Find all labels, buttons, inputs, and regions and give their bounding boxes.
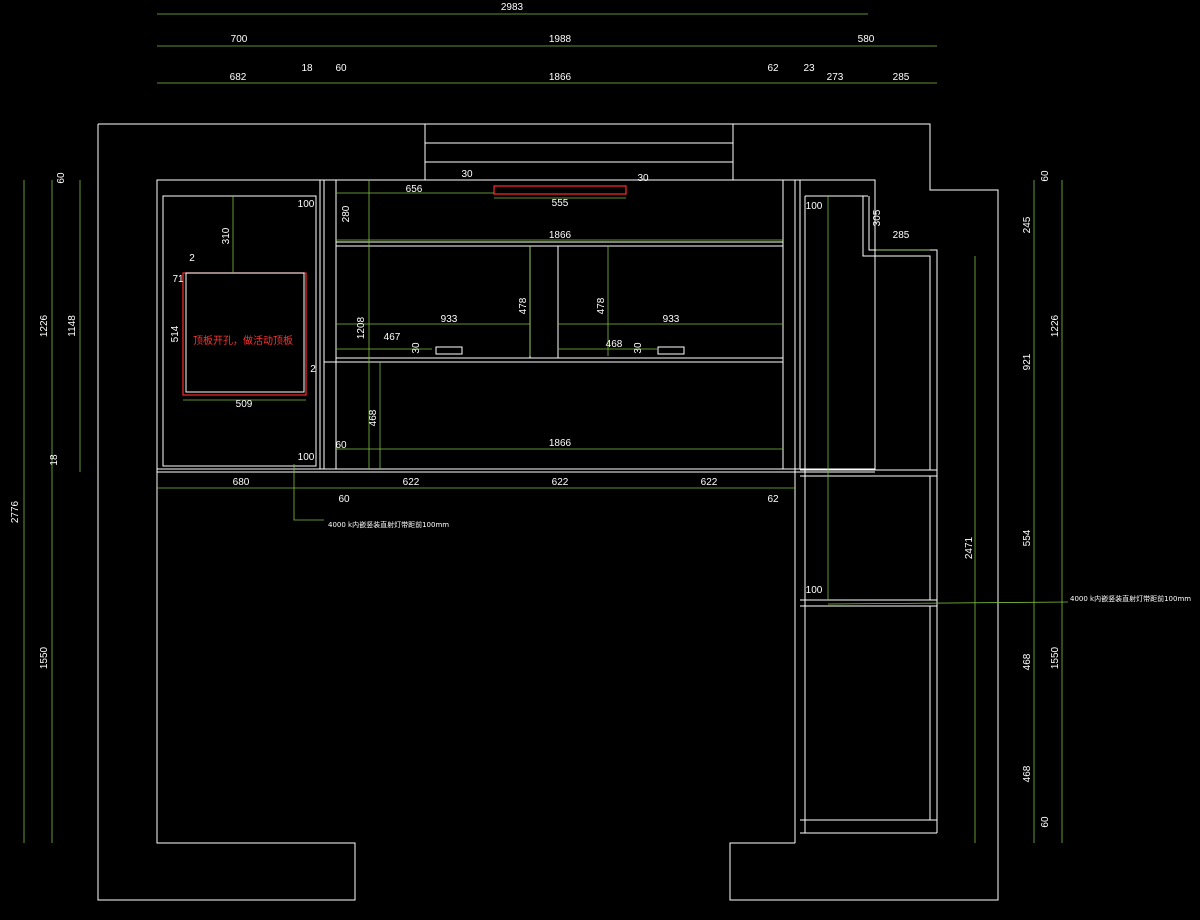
dim-rc-285: 285 xyxy=(893,230,910,241)
led-note-right: 4000 k内嵌竖装直射灯带距前100mm xyxy=(1070,594,1191,603)
dim-row3-4: 62 xyxy=(767,63,779,74)
dim-left-inner-2: 18 xyxy=(49,454,60,466)
bottom-row-dimensions: 680 622 622 622 60 62 xyxy=(233,477,779,505)
left-dimensions: 2776 1226 1550 60 1148 18 xyxy=(10,172,78,669)
dim-br-622b: 622 xyxy=(552,477,569,488)
dim-ts-30a: 30 xyxy=(461,169,473,180)
lower-dimensions: 468 60 100 1866 xyxy=(298,409,572,463)
top-light-strip xyxy=(493,185,627,195)
right-cabinet-dimensions: 100 305 285 100 xyxy=(806,201,910,596)
dim-right-inner-1: 245 xyxy=(1022,216,1033,233)
hatch-label: 顶板开孔，做活动顶板 xyxy=(193,334,293,347)
dim-ts-555: 555 xyxy=(552,198,569,209)
dim-mid-468: 468 xyxy=(606,339,623,350)
dim-lc-100: 100 xyxy=(298,199,315,210)
dim-lc-2b: 2 xyxy=(310,364,316,375)
dimension-lines xyxy=(23,13,1069,843)
dim-row2-1: 1988 xyxy=(549,34,572,45)
dim-right-lower: 1550 xyxy=(1050,646,1061,669)
left-cabinet-dimensions: 100 310 2 71 514 509 2 xyxy=(170,199,316,410)
right-dimensions: 1226 1550 60 245 921 554 468 468 60 2471 xyxy=(964,170,1061,828)
dim-right-inner-3: 554 xyxy=(1022,529,1033,546)
dim-mid-933b: 933 xyxy=(663,314,680,325)
dim-right-inner-5: 468 xyxy=(1022,765,1033,782)
dim-rc-305: 305 xyxy=(872,209,883,226)
dim-row3-5: 23 xyxy=(803,63,815,74)
dim-row3-1: 18 xyxy=(301,63,313,74)
dim-lc-2a: 2 xyxy=(189,253,195,264)
dim-left-inner-0: 60 xyxy=(56,172,67,184)
dim-ts-656: 656 xyxy=(406,184,423,195)
top-dimensions: 2983 700 1988 580 682 18 60 1866 62 23 2… xyxy=(230,2,910,83)
dim-mid-478a: 478 xyxy=(518,297,529,314)
dim-lc-310: 310 xyxy=(221,227,232,244)
dim-br-680: 680 xyxy=(233,477,250,488)
dim-left-upper: 1226 xyxy=(39,314,50,337)
dim-left-total: 2776 xyxy=(10,500,21,523)
dim-right-upper: 1226 xyxy=(1050,314,1061,337)
dim-row2-2: 580 xyxy=(858,34,875,45)
dim-row3-2: 60 xyxy=(335,63,347,74)
dim-mid-933a: 933 xyxy=(441,314,458,325)
dim-br-60: 60 xyxy=(338,494,350,505)
middle-dimensions: 478 478 1208 933 933 467 468 30 30 xyxy=(356,297,680,353)
dim-right-inner-0: 60 xyxy=(1040,170,1051,182)
dim-row3-7: 285 xyxy=(893,72,910,83)
dim-right-inner-4: 468 xyxy=(1022,653,1033,670)
dim-br-622a: 622 xyxy=(403,477,420,488)
dim-rc-100b: 100 xyxy=(806,585,823,596)
dim-br-62: 62 xyxy=(767,494,779,505)
dim-lc-71: 71 xyxy=(172,274,184,285)
dim-mid-30b: 30 xyxy=(633,342,644,354)
top-shelf-dimensions: 656 30 30 555 280 1866 xyxy=(341,169,649,241)
dim-right-inner-6: 60 xyxy=(1040,816,1051,828)
dim-right-tall: 2471 xyxy=(964,536,975,559)
dim-low-468: 468 xyxy=(368,409,379,426)
dim-low-60: 60 xyxy=(335,440,347,451)
annotation-notes: 4000 k内嵌竖装直射灯带距前100mm 4000 k内嵌竖装直射灯带距前10… xyxy=(328,520,1191,603)
dim-right-inner-2: 921 xyxy=(1022,353,1033,370)
dim-row2-0: 700 xyxy=(231,34,248,45)
dim-mid-478b: 478 xyxy=(596,297,607,314)
dim-low-100: 100 xyxy=(298,452,315,463)
dim-overall-width: 2983 xyxy=(501,2,524,13)
dim-left-inner-1: 1148 xyxy=(67,315,78,337)
dim-mid-30a: 30 xyxy=(411,342,422,354)
dim-ts-280: 280 xyxy=(341,205,352,222)
dim-br-622c: 622 xyxy=(701,477,718,488)
dim-row3-3: 1866 xyxy=(549,72,572,83)
main-cabinet-frame xyxy=(156,179,876,473)
dim-row3-0: 682 xyxy=(230,72,247,83)
dim-mid-467: 467 xyxy=(384,332,401,343)
dim-rc-100a: 100 xyxy=(806,201,823,212)
ceiling-hatch-opening: 顶板开孔，做活动顶板 xyxy=(182,272,307,396)
dim-ts-30b: 30 xyxy=(637,173,649,184)
led-note-left: 4000 k内嵌竖装直射灯带距前100mm xyxy=(328,520,449,529)
right-cabinet xyxy=(800,179,938,834)
dim-lc-514: 514 xyxy=(170,325,181,342)
dim-row3-6: 273 xyxy=(827,72,844,83)
dim-low-1866: 1866 xyxy=(549,438,572,449)
dim-mid-1208: 1208 xyxy=(356,316,367,339)
dim-lc-509: 509 xyxy=(236,399,253,410)
dim-left-lower: 1550 xyxy=(39,646,50,669)
dim-ts-1866: 1866 xyxy=(549,230,572,241)
